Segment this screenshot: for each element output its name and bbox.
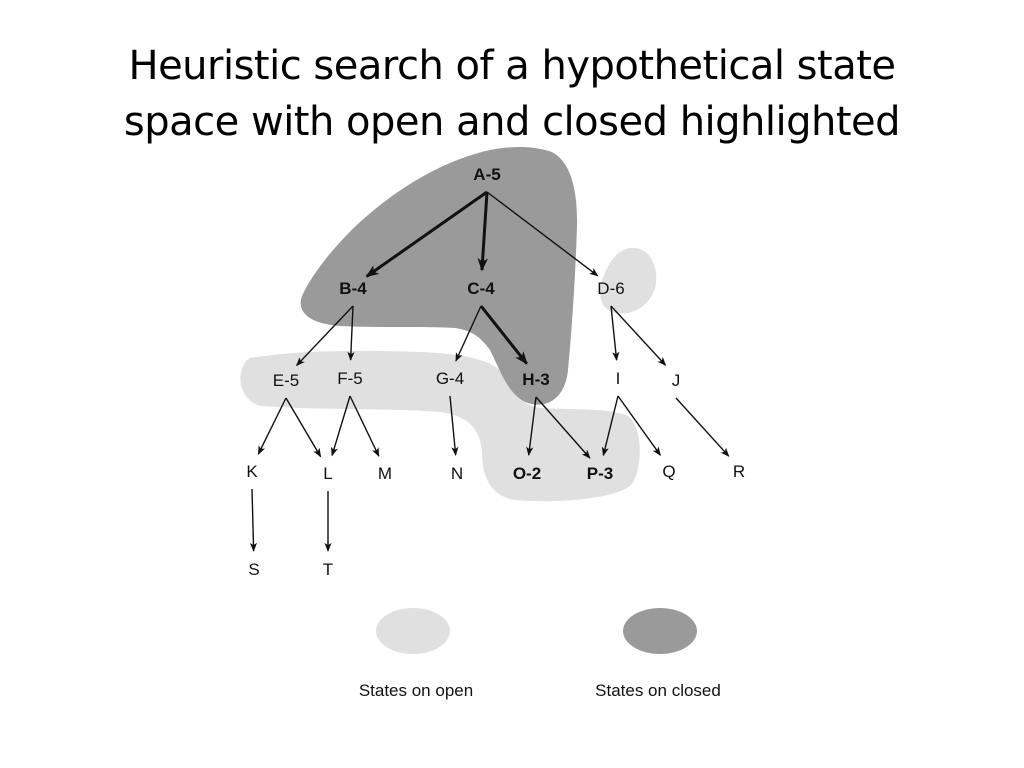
node-h: H-3 xyxy=(522,370,549,389)
edge-a-b xyxy=(365,190,488,278)
node-a: A-5 xyxy=(473,165,500,184)
slide-title-line-1: Heuristic search of a hypothetical state xyxy=(128,43,896,89)
edge-e-k xyxy=(257,397,287,455)
node-j: J xyxy=(672,371,681,390)
node-f: F-5 xyxy=(337,369,363,388)
edge-i-q xyxy=(617,395,661,456)
edge-a-c xyxy=(477,191,489,272)
node-r: R xyxy=(733,462,745,481)
edge-g-n xyxy=(449,395,459,456)
node-t: T xyxy=(323,560,333,579)
slide-title: Heuristic search of a hypothetical state… xyxy=(40,38,984,150)
nodes: A-5B-4 C-4 D-6E-5 F-5 G-4 H-3 I J K L M N O-2 P-3 Q R S T xyxy=(246,165,745,579)
edge-h-o xyxy=(526,396,537,456)
node-n: N xyxy=(451,464,463,483)
edge-a-d xyxy=(486,191,599,277)
node-q: Q xyxy=(662,462,675,481)
edge-i-p xyxy=(601,395,619,457)
edge-d-j xyxy=(610,305,667,366)
node-g: G-4 xyxy=(436,369,464,388)
node-k: K xyxy=(246,462,258,481)
node-l: L xyxy=(323,464,332,483)
edge-k-s xyxy=(249,488,258,552)
slide-title-line-2: space with open and closed highlighted xyxy=(123,99,901,145)
edge-j-r xyxy=(675,397,730,457)
edges xyxy=(249,190,730,552)
node-m: M xyxy=(378,464,392,483)
open-regions xyxy=(240,247,657,502)
edge-f-l xyxy=(330,395,351,457)
node-d: D-6 xyxy=(597,279,624,298)
edge-b-e xyxy=(295,305,354,367)
edge-c-h xyxy=(479,305,528,365)
node-p: P-3 xyxy=(587,464,613,483)
legend-open-label: States on open xyxy=(359,681,473,700)
legend-closed-label: States on closed xyxy=(595,681,721,700)
node-o: O-2 xyxy=(513,464,541,483)
legend-closed-swatch xyxy=(623,608,697,654)
edge-f-m xyxy=(349,395,380,457)
edge-b-f xyxy=(347,305,355,361)
open-region-e-f-g-o-p xyxy=(240,350,640,502)
legend: States on open States on closed xyxy=(359,608,721,700)
node-b: B-4 xyxy=(339,279,367,298)
edge-c-g xyxy=(455,305,482,362)
edge-e-l xyxy=(285,397,322,458)
edge-h-p xyxy=(535,396,591,459)
node-s: S xyxy=(248,560,259,579)
node-e: E-5 xyxy=(273,371,299,390)
legend-open-swatch xyxy=(376,608,450,654)
open-region-d xyxy=(600,247,657,314)
node-c: C-4 xyxy=(467,279,495,298)
edge-d-i xyxy=(610,305,620,361)
node-i: I xyxy=(616,369,621,388)
